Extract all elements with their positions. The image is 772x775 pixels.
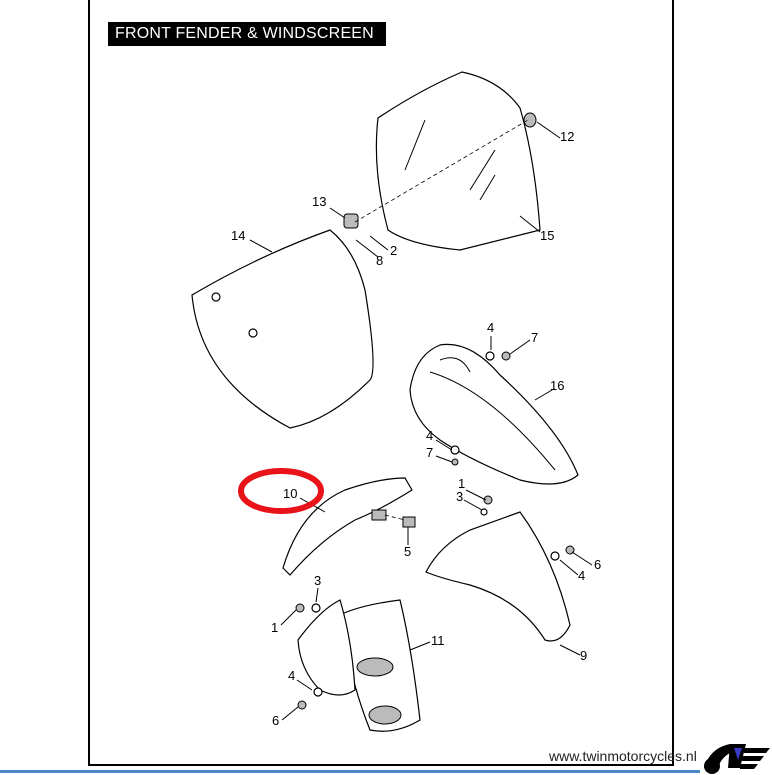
nut-part-5 xyxy=(402,516,416,528)
callout-14: 14 xyxy=(231,228,245,243)
diagram-title: FRONT FENDER & WINDSCREEN xyxy=(108,22,386,46)
callout-6: 6 xyxy=(594,557,601,572)
website-link[interactable]: www.twinmotorcycles.nl xyxy=(549,748,697,764)
callout-15: 15 xyxy=(540,228,554,243)
callout-9: 9 xyxy=(580,648,587,663)
windshield-part-14 xyxy=(191,229,374,429)
callout-12: 12 xyxy=(560,129,574,144)
callout-3: 3 xyxy=(456,489,463,504)
callout-7: 7 xyxy=(426,445,433,460)
twin-motorcycles-logo xyxy=(704,744,770,774)
callout-1: 1 xyxy=(458,476,465,491)
fender-trim-part-9 xyxy=(425,511,571,642)
callout-10: 10 xyxy=(283,486,297,501)
callout-5: 5 xyxy=(404,544,411,559)
callout-3: 3 xyxy=(314,573,321,588)
callout-2: 2 xyxy=(390,243,397,258)
callout-4: 4 xyxy=(426,428,433,443)
callout-6: 6 xyxy=(272,713,279,728)
highlight-circle xyxy=(238,468,324,514)
callout-1: 1 xyxy=(271,620,278,635)
callout-4: 4 xyxy=(578,568,585,583)
callout-16: 16 xyxy=(550,378,564,393)
front-fender-part-16 xyxy=(409,343,579,485)
knob-part-12 xyxy=(523,112,537,128)
fender-trim-part-10 xyxy=(282,477,413,576)
bottom-divider xyxy=(0,770,700,773)
callout-11: 11 xyxy=(431,633,445,648)
callout-13: 13 xyxy=(312,194,326,209)
bushing-part-13 xyxy=(343,213,359,229)
callout-4: 4 xyxy=(288,668,295,683)
diagram-frame xyxy=(88,0,674,766)
fender-trim-left xyxy=(297,599,356,696)
callout-8: 8 xyxy=(376,253,383,268)
callout-7: 7 xyxy=(531,330,538,345)
callout-4: 4 xyxy=(487,320,494,335)
